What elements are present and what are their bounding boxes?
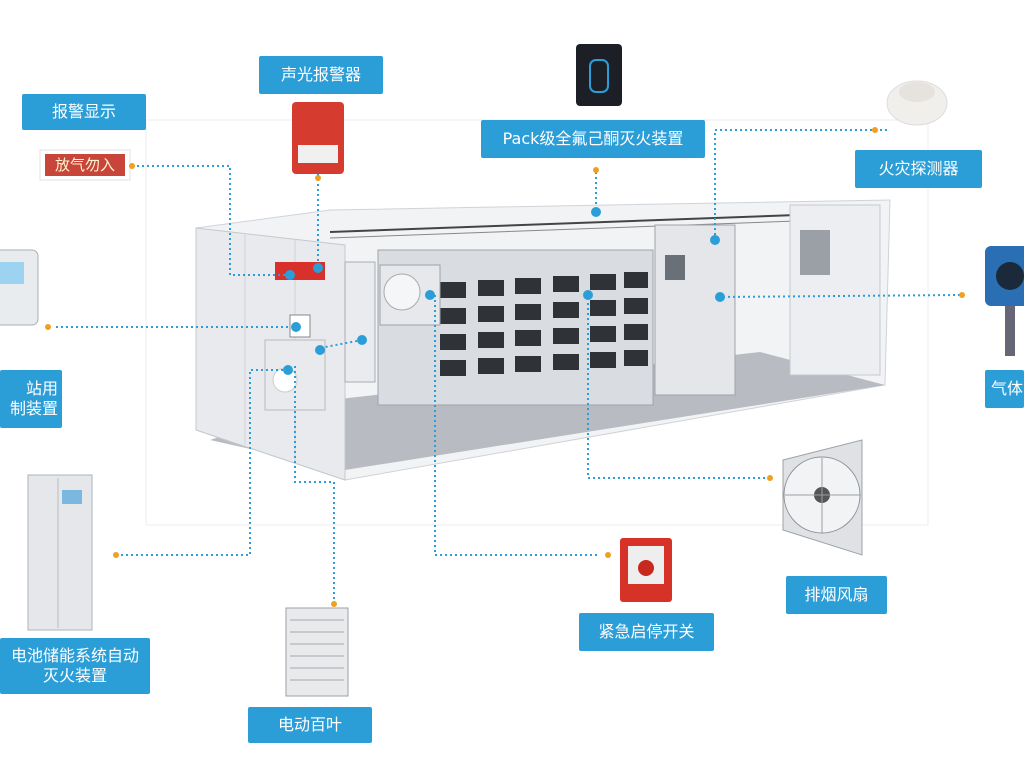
- fire-detector-device: [886, 80, 948, 126]
- label-station-control-line1: 站用: [25, 379, 58, 398]
- label-exhaust-fan: 排烟风扇: [786, 576, 887, 614]
- gas-detector-device: [985, 246, 1024, 356]
- orange-dots: [45, 127, 965, 607]
- pack-extinguisher-device: [576, 44, 622, 106]
- electric-louver-device: [285, 607, 349, 697]
- label-pack-extinguisher: Pack级全氟己酮灭火装置: [481, 120, 705, 158]
- connector-dots: [283, 207, 725, 375]
- label-emergency-switch: 紧急启停开关: [579, 613, 714, 651]
- label-sound-light-alarm: 声光报警器: [259, 56, 383, 94]
- emergency-switch-device: [620, 538, 672, 602]
- label-battery-system-line1: 电池储能系统自动: [10, 646, 139, 665]
- label-electric-louver: 电动百叶: [248, 707, 372, 743]
- exhaust-fan-device: [782, 439, 863, 556]
- no-entry-sign-text: 放气勿入: [54, 156, 115, 174]
- label-battery-system-line2: 灭火装置: [42, 666, 107, 685]
- energy-storage-container: [195, 199, 891, 481]
- sound-light-alarm-device: [292, 102, 344, 174]
- label-gas-detector: 气体: [985, 370, 1024, 408]
- label-station-control-line2: 制装置: [9, 399, 58, 418]
- label-fire-detector: 火灾探测器: [855, 150, 982, 188]
- label-battery-system: 电池储能系统自动 灭火装置: [0, 638, 150, 694]
- battery-racks: [377, 249, 654, 406]
- label-station-control: 站用 制装置: [0, 370, 62, 428]
- label-alarm-display: 报警显示: [22, 94, 146, 130]
- no-entry-sign: [39, 149, 131, 181]
- station-controller-device: [0, 249, 39, 326]
- control-cabinet: [654, 224, 736, 396]
- fire-control-cabinet-device: [27, 474, 93, 631]
- connector-lines: [56, 129, 961, 604]
